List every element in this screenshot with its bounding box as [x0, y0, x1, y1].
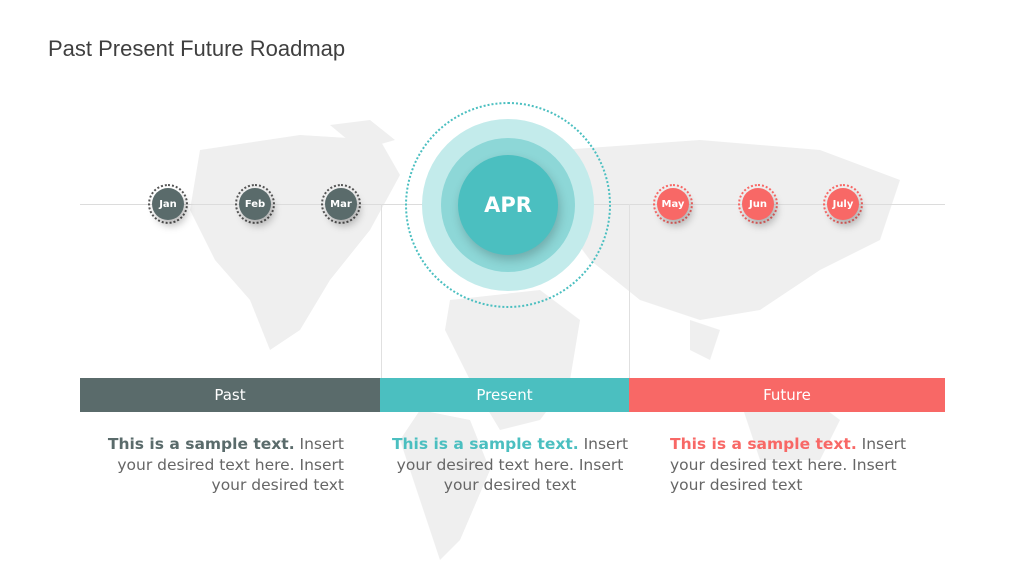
future-description: This is a sample text. Insert your desir… [670, 435, 907, 494]
month-jan: Jan [148, 184, 188, 224]
month-july: July [823, 184, 863, 224]
divider-line [629, 204, 630, 378]
present-description: This is a sample text. Insert your desir… [391, 435, 629, 494]
month-mar: Mar [321, 184, 361, 224]
divider-line [381, 204, 382, 378]
present-bar: Present [380, 378, 629, 412]
apr-label: APR [458, 155, 558, 255]
month-may: May [653, 184, 693, 224]
past-description: This is a sample text. Insert your desir… [107, 435, 344, 494]
month-feb: Feb [235, 184, 275, 224]
future-bar: Future [629, 378, 945, 412]
month-jun: Jun [738, 184, 778, 224]
slide-title: Past Present Future Roadmap [48, 36, 346, 61]
past-bar: Past [80, 378, 380, 412]
